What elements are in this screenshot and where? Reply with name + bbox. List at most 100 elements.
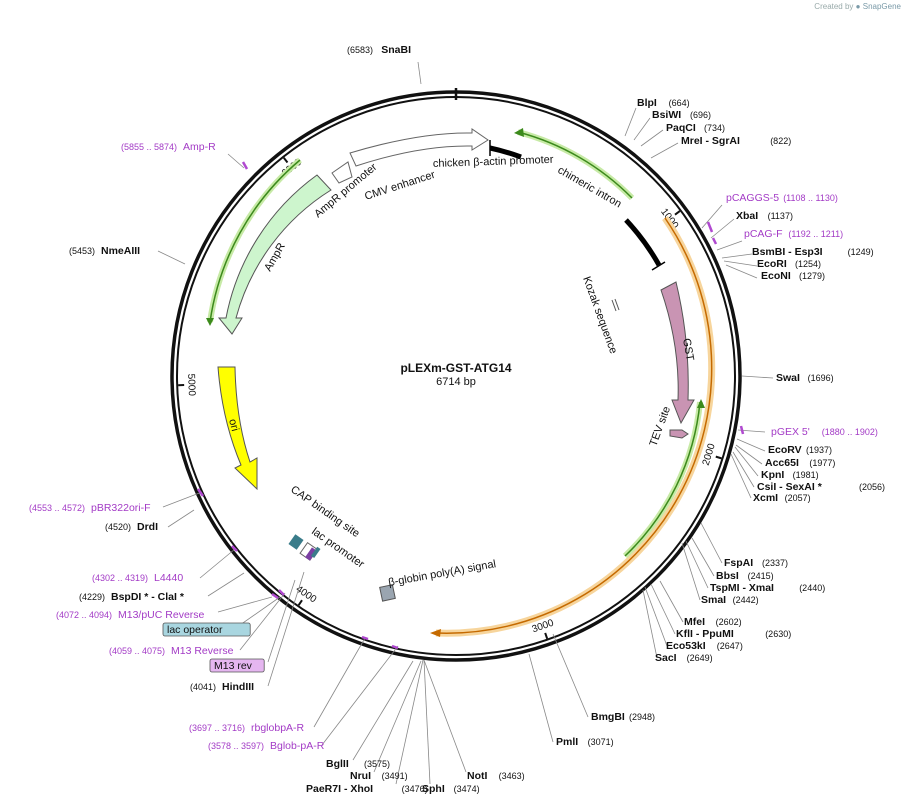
site-position: (3697 .. 3716) — [189, 723, 245, 733]
site-position: (1981) — [793, 470, 819, 480]
feature-cap-site[interactable] — [288, 534, 304, 550]
site-m13-rev[interactable]: M13 rev — [209, 658, 265, 673]
feature-arrow-ampr[interactable] — [217, 174, 332, 335]
site-name: M13 rev — [214, 660, 253, 672]
site-eco53ki[interactable]: Eco53kI(2647) — [666, 640, 743, 652]
site-name: lac operator — [167, 624, 223, 636]
site-bsmbi-esp3i[interactable]: BsmBI - Esp3I (1249) — [752, 246, 874, 258]
site-saci[interactable]: SacI(2649) — [655, 652, 713, 664]
site-position: (1249) — [848, 247, 874, 257]
site-name: Bglob-pA-R — [270, 740, 325, 752]
plasmid-name: pLEXm-GST-ATG14 — [400, 361, 511, 375]
site-l4440[interactable]: (4302 .. 4319)L4440 — [92, 572, 183, 584]
feature-arrow-ampr-promoter[interactable] — [331, 161, 353, 184]
site-name: TspMI - XmaI — [710, 582, 774, 594]
site-position: (2442) — [733, 595, 759, 605]
site-pgex-5-[interactable]: pGEX 5'(1880 .. 1902) — [771, 426, 878, 438]
site-noti[interactable]: NotI(3463) — [467, 770, 525, 782]
site-nmeaiii[interactable]: (5453) NmeAIII — [69, 245, 140, 257]
site-bglii[interactable]: BglII (3575) — [326, 758, 390, 770]
site-position: (5453) — [69, 246, 95, 256]
site-position: (4229) — [79, 592, 105, 602]
site-paer7i-xhoi[interactable]: PaeR7I - XhoI(3476) — [306, 783, 428, 795]
site-position: (4041) — [190, 682, 216, 692]
site-xbai[interactable]: XbaI(1137) — [736, 210, 793, 222]
site-pcaggs-5[interactable]: pCAGGS-5 (1108 .. 1130) — [726, 192, 838, 204]
site-name: FspAI — [724, 557, 753, 569]
feature-arrow-enhancer-bar[interactable] — [624, 218, 662, 267]
site-position: (1880 .. 1902) — [822, 427, 878, 437]
site-econi[interactable]: EcoNI(1279) — [761, 270, 825, 282]
site-ecori[interactable]: EcoRI(1254) — [757, 258, 821, 270]
feature-arrow-gst[interactable] — [660, 281, 695, 425]
site-kpni[interactable]: KpnI(1981) — [761, 469, 819, 481]
site-name: SmaI — [701, 594, 726, 606]
site-bmgbi[interactable]: BmgBI(2948) — [591, 711, 655, 723]
tick-mark — [282, 157, 289, 164]
feature-lac-operator[interactable] — [305, 547, 317, 561]
tick-label: 4000 — [294, 584, 319, 606]
site-position: (4059 .. 4075) — [109, 646, 165, 656]
site-sphi[interactable]: SphI(3474) — [422, 783, 480, 795]
site-bbsi[interactable]: BbsI(2415) — [716, 570, 774, 582]
site-rbglobpa-r[interactable]: (3697 .. 3716)rbglobpA-R — [189, 722, 305, 734]
site-name: NmeAIII — [101, 245, 140, 257]
site-bglob-pa-r[interactable]: (3578 .. 3597)Bglob-pA-R — [208, 740, 325, 752]
feature-arrow-cmv[interactable] — [349, 128, 489, 167]
site-m13-reverse[interactable]: (4059 .. 4075) M13 Reverse — [109, 645, 234, 657]
site-position: (3474) — [454, 784, 480, 794]
site-name: M13 Reverse — [171, 645, 234, 657]
site-fspai[interactable]: FspAI(2337) — [724, 557, 788, 569]
feature-label-ori: ori — [226, 418, 241, 433]
site-name: BglII — [326, 758, 349, 770]
site-name: M13/pUC Reverse — [118, 609, 205, 621]
site-pcag-f[interactable]: pCAG-F(1192 .. 1211) — [744, 228, 843, 240]
site-mfei[interactable]: MfeI(2602) — [684, 616, 742, 628]
feature-arrow-tev[interactable] — [669, 429, 689, 439]
site-pbr322ori-f[interactable]: (4553 .. 4572)pBR322ori-F — [29, 502, 151, 514]
site-nrui[interactable]: NruI(3491) — [350, 770, 408, 782]
site-name: SwaI — [776, 372, 800, 384]
site-position: (3071) — [588, 737, 614, 747]
site-position: (3491) — [382, 771, 408, 781]
site-position: (1977) — [809, 458, 835, 468]
site-csii-sexai-[interactable]: CsiI - SexAI *(2056) — [757, 481, 885, 493]
site-mrei-sgrai[interactable]: MreI - SgrAI(822) — [681, 135, 791, 147]
feature-label-polya: β-globin poly(A) signal — [387, 558, 496, 589]
site-position: (822) — [770, 136, 791, 146]
site-name: Acc65I — [765, 457, 799, 469]
site-ecorv[interactable]: EcoRV(1937) — [768, 444, 832, 456]
site-position: (1108 .. 1130) — [783, 193, 838, 203]
site-amp-r[interactable]: (5855 .. 5874)Amp-R — [121, 141, 216, 153]
site-name: pCAGGS-5 — [726, 192, 779, 204]
site-name: BsmBI - Esp3I — [752, 246, 823, 258]
site-tspmi-xmai[interactable]: TspMI - XmaI (2440) — [710, 582, 825, 594]
site-hindiii[interactable]: (4041)HindIII — [190, 681, 254, 693]
site-name: L4440 — [154, 572, 183, 584]
site-name: PaqCI — [666, 122, 696, 134]
site-swai[interactable]: SwaI(1696) — [776, 372, 834, 384]
site-name: SnaBI — [381, 44, 411, 56]
site-name: NotI — [467, 770, 487, 782]
site-pmli[interactable]: PmlI(3071) — [556, 736, 614, 748]
site-name: DrdI — [137, 521, 158, 533]
site-name: BlpI — [637, 97, 657, 109]
site-lac-operator[interactable]: lac operator — [162, 622, 251, 637]
feature-arrow-ori[interactable] — [217, 366, 258, 491]
site-paqci[interactable]: PaqCI(734) — [666, 122, 725, 134]
site-acc65i[interactable]: Acc65I (1977) — [765, 457, 835, 469]
site-snabi[interactable]: SnaBI(6583) — [347, 44, 411, 56]
site-position: (2440) — [799, 583, 825, 593]
site-drdi[interactable]: (4520)DrdI — [105, 521, 158, 533]
site-blpi[interactable]: BlpI(664) — [637, 97, 690, 109]
site-m13-puc-reverse[interactable]: (4072 .. 4094)M13/pUC Reverse — [56, 609, 205, 621]
site-position: (3575) — [364, 759, 390, 769]
feature-polya[interactable] — [379, 584, 396, 602]
site-bspdi-clai-[interactable]: (4229)BspDI * - ClaI * — [79, 591, 185, 603]
site-bsiwi[interactable]: BsiWI(696) — [652, 109, 711, 121]
feature-label-cba: chicken β-actin promoter — [433, 154, 554, 170]
site-xcmi[interactable]: XcmI(2057) — [753, 492, 811, 504]
site-kfli-ppumi[interactable]: KflI - PpuMI(2630) — [676, 628, 791, 640]
site-smai[interactable]: SmaI (2442) — [701, 594, 759, 606]
